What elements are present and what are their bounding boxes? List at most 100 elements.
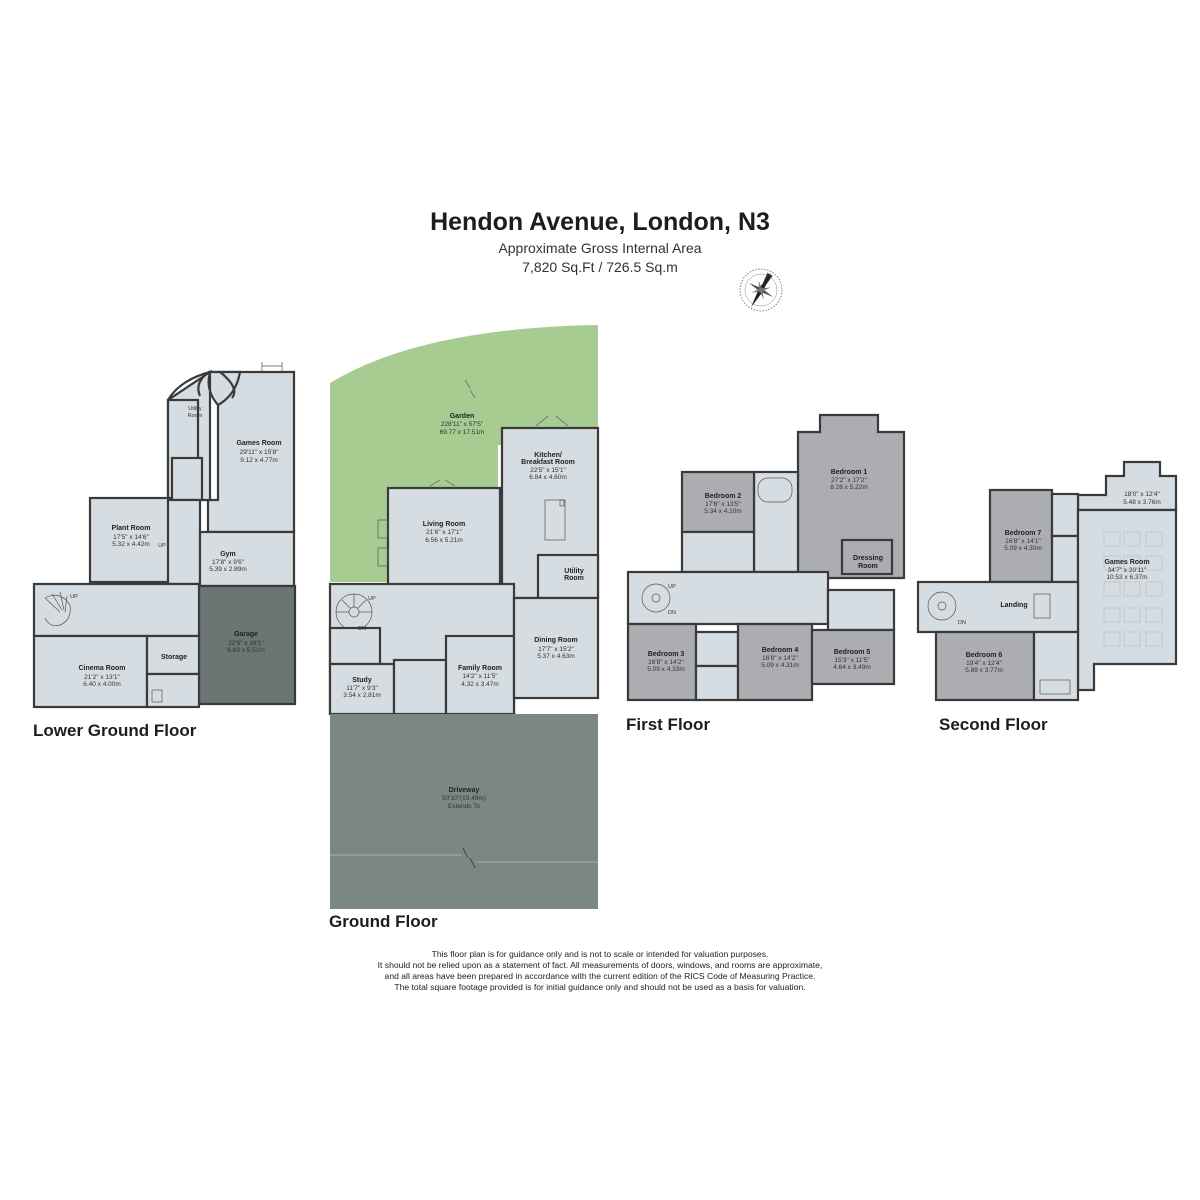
plant-room-imperial: 17'5" x 14'6" [113, 534, 149, 541]
study-metric: 3.54 x 2.81m [343, 692, 381, 699]
ground-floor-plan [328, 325, 600, 909]
dressing-room-label: Dressing [853, 555, 883, 562]
first-floor-plan [626, 413, 906, 702]
disclaimer-line-4: The total square footage provided is for… [394, 982, 806, 992]
lg-utility-label-2: Room [188, 413, 203, 419]
plant-room-metric: 5.32 x 4.42m [112, 541, 150, 548]
family-room-label: Family Room [458, 665, 502, 672]
family-room-metric: 4.32 x 3.47m [461, 681, 499, 688]
bedroom-7-label: Bedroom 7 [1005, 530, 1042, 537]
bedroom-2-metric: 5.34 x 4.10m [704, 508, 742, 515]
living-room-imperial: 21'6" x 17'1" [426, 529, 462, 536]
bedroom-5-metric: 4.64 x 3.49m [833, 664, 871, 671]
first-stair-dn-label: DN [668, 610, 676, 616]
disclaimer-text: This floor plan is for guidance only and… [0, 949, 1200, 993]
bedroom-5-imperial: 15'3" x 11'5" [834, 657, 870, 664]
gym-label: Gym [220, 551, 236, 558]
lg-utility-label: Utility [188, 406, 202, 412]
lg-gym [198, 530, 296, 588]
lg-cinema-room [32, 634, 149, 709]
kitchen-label-2: Breakfast Room [521, 459, 575, 466]
dressing-room [840, 538, 894, 576]
bedroom-4-imperial: 16'8" x 14'2" [762, 655, 798, 662]
disclaimer-line-1: This floor plan is for guidance only and… [431, 949, 769, 959]
bedroom-4 [736, 622, 814, 702]
dining-room [512, 596, 600, 700]
bedroom-2-imperial: 17'6" x 13'5" [705, 501, 741, 508]
first-floor-landing [626, 570, 830, 626]
lg-games-label: Games Room [236, 440, 281, 447]
bedroom-2 [680, 470, 756, 534]
living-room-metric: 6.56 x 5.21m [425, 537, 463, 544]
dining-room-label: Dining Room [534, 637, 578, 644]
bedroom-1 [796, 413, 906, 580]
compass-icon [739, 268, 783, 312]
lg-storage [145, 634, 201, 676]
disclaimer-line-2: It should not be relied upon as a statem… [377, 960, 823, 970]
bedroom-5-label: Bedroom 5 [834, 649, 871, 656]
bedroom-6 [934, 630, 1036, 702]
second-floor-label: Second Floor [939, 715, 1048, 734]
bedroom-1-metric: 8.28 x 5.22m [830, 484, 868, 491]
cinema-room-metric: 6.40 x 4.00m [83, 681, 121, 688]
dining-room-imperial: 17'7" x 15'2" [538, 646, 574, 653]
living-room-label: Living Room [423, 521, 465, 528]
lg-plant-room [88, 496, 172, 584]
second-games-room [1076, 508, 1178, 692]
gym-imperial: 17'8" x 9'6" [212, 559, 245, 566]
garage-label: Garage [234, 631, 258, 638]
ground-floor-label: Ground Floor [329, 912, 438, 931]
ground-stair-up-label: UP [368, 596, 376, 602]
ground-stair-dn-label: DN [358, 626, 366, 632]
lg-corridor [32, 582, 201, 638]
cinema-room-label: Cinema Room [78, 665, 125, 672]
bedroom-6-imperial: 19'4" x 12'4" [966, 660, 1002, 667]
bedroom-4-metric: 5.09 x 4.31m [761, 662, 799, 669]
attic-metric: 5.48 x 3.76m [1123, 499, 1161, 506]
storage-label: Storage [161, 654, 187, 661]
bedroom-7-imperial: 16'8" x 14'1" [1005, 538, 1041, 545]
ground-utility-label: Utility [564, 568, 584, 575]
garage-imperial: 22'5" x 18'1" [228, 640, 264, 647]
study-imperial: 11'7" x 9'3" [346, 685, 378, 692]
first-floor-label: First Floor [626, 715, 711, 734]
gym-metric: 5.39 x 2.89m [209, 566, 247, 573]
plan-area: 7,820 Sq.Ft / 726.5 Sq.m [522, 259, 678, 275]
garage-metric: 6.83 x 5.51m [227, 647, 265, 654]
bedroom-7-metric: 5.09 x 4.30m [1004, 545, 1042, 552]
kitchen-metric: 6.84 x 4.60m [529, 474, 567, 481]
kitchen-label: Kitchen/ [534, 452, 562, 459]
landing-label: Landing [1000, 602, 1027, 609]
plan-subtitle: Approximate Gross Internal Area [498, 240, 702, 256]
attic-room [1076, 460, 1178, 512]
dressing-room-label-2: Room [858, 563, 878, 570]
bedroom-3-label: Bedroom 3 [648, 651, 685, 658]
second-games-imperial: 34'7" x 20'11" [1108, 567, 1147, 574]
bedroom-6-metric: 5.89 x 3.77m [965, 667, 1003, 674]
garden-imperial: 228'11" x 57'5" [441, 421, 484, 428]
family-room-imperial: 14'2" x 11'5" [462, 673, 498, 680]
second-stair-dn-label: DN [958, 620, 966, 626]
lower-ground-floor-label: Lower Ground Floor [33, 721, 197, 740]
lg-games-metric: 9.12 x 4.77m [240, 457, 278, 464]
kitchen-imperial: 22'5" x 15'1" [530, 467, 566, 474]
plan-title: Hendon Avenue, London, N3 [430, 208, 770, 236]
bedroom-6-label: Bedroom 6 [966, 652, 1003, 659]
second-games-metric: 10.53 x 6.37m [1106, 574, 1147, 581]
bedroom-5 [810, 628, 896, 686]
plant-room-label: Plant Room [112, 525, 151, 532]
bedroom-4-label: Bedroom 4 [762, 647, 799, 654]
cinema-room-imperial: 21'2" x 13'1" [84, 674, 120, 681]
second-games-label: Games Room [1104, 559, 1149, 566]
lg-spiral-up-label: UP [70, 594, 78, 600]
garden-area [330, 325, 598, 582]
second-floor-plan [916, 460, 1178, 702]
bedroom-1-imperial: 27'2" x 17'2" [831, 477, 867, 484]
study-label: Study [352, 677, 372, 684]
bedroom-1-label: Bedroom 1 [831, 469, 868, 476]
garden-label: Garden [450, 413, 475, 420]
bedroom-2-label: Bedroom 2 [705, 493, 742, 500]
first-stair-up-label: UP [668, 584, 676, 590]
ground-utility-label-2: Room [564, 575, 584, 582]
